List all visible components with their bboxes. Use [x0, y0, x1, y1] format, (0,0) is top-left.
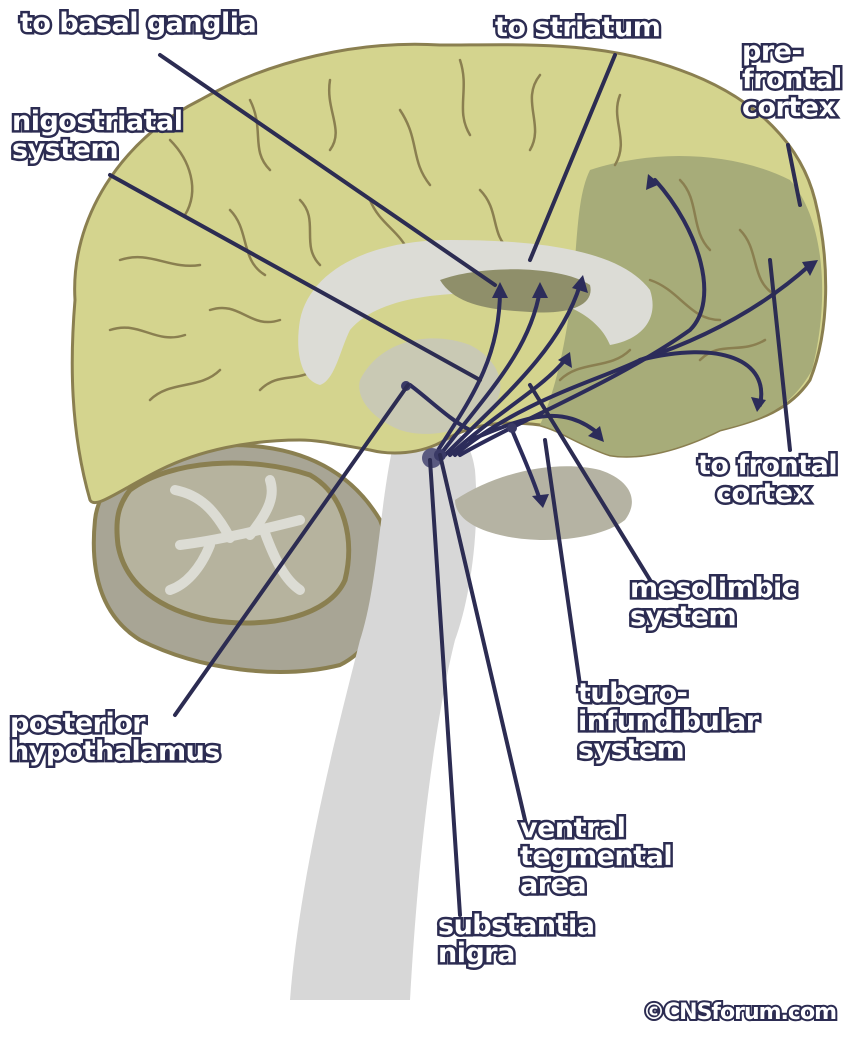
label-line: area	[520, 871, 672, 899]
label-to-basal-ganglia: to basal ganglia	[20, 10, 256, 38]
label-line: to basal ganglia	[20, 10, 256, 38]
label-substantia-nigra: substantia nigra	[438, 912, 594, 968]
cerebellum-inner	[117, 463, 349, 623]
label-line: system	[630, 603, 797, 631]
label-line: frontal	[742, 66, 842, 94]
label-line: system	[578, 736, 759, 764]
label-line: posterior	[10, 710, 220, 738]
label-mesolimbic-system: mesolimbic system	[630, 575, 797, 631]
label-line: tubero-	[578, 680, 759, 708]
label-line: to striatum	[495, 14, 660, 42]
label-line: hypothalamus	[10, 738, 220, 766]
label-line: pre-	[742, 38, 842, 66]
label-prefrontal-cortex: pre- frontal cortex	[742, 38, 842, 122]
label-line: nigra	[438, 940, 594, 968]
label-nigostriatal-system: nigostriatal system	[12, 108, 183, 164]
label-posterior-hypothalamus: posterior hypothalamus	[10, 710, 220, 766]
label-line: ventral	[520, 815, 672, 843]
label-tuberoinfundibular-system: tubero- infundibular system	[578, 680, 759, 764]
label-line: cortex	[698, 480, 837, 508]
label-line: system	[12, 136, 183, 164]
label-ventral-tegmental-area: ventral tegmental area	[520, 815, 672, 899]
label-line: substantia	[438, 912, 594, 940]
label-to-frontal-cortex: to frontal cortex	[698, 452, 837, 508]
label-line: nigostriatal	[12, 108, 183, 136]
label-line: tegmental	[520, 843, 672, 871]
label-to-striatum: to striatum	[495, 14, 660, 42]
label-line: to frontal	[698, 452, 837, 480]
copyright-credit: ©CNSforum.com	[643, 1000, 836, 1025]
label-line: infundibular	[578, 708, 759, 736]
label-line: mesolimbic	[630, 575, 797, 603]
label-line: cortex	[742, 94, 842, 122]
